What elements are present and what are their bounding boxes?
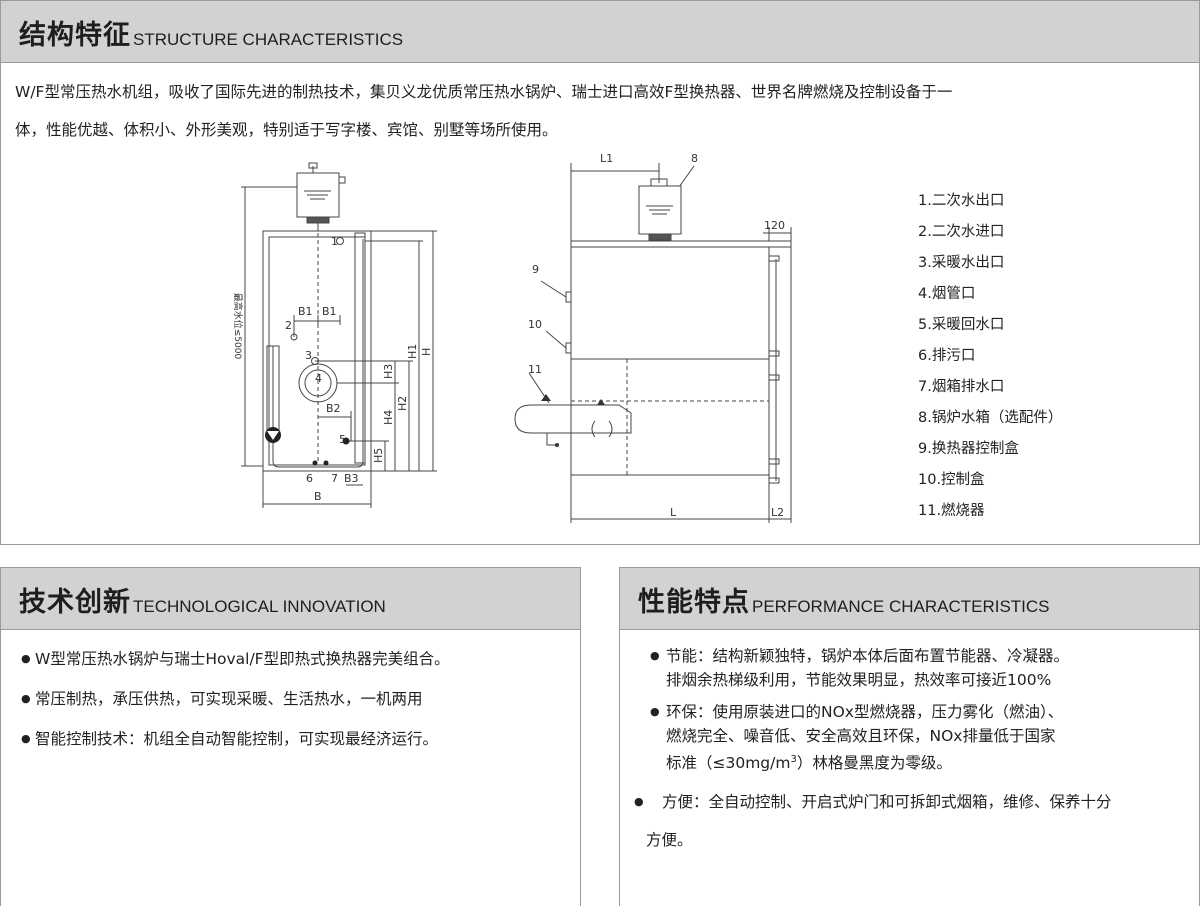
technology-list: W型常压热水锅炉与瑞士Hoval/F型即热式换热器完美组合。 常压制热，承压供热… bbox=[21, 648, 570, 768]
item-line: 方便：全自动控制、开启式炉门和可拆卸式烟箱，维修、保养十分 bbox=[662, 793, 1112, 812]
label-120: 120 bbox=[764, 219, 785, 232]
label-8: 8 bbox=[691, 152, 698, 165]
item-line: 方便。 bbox=[646, 831, 693, 850]
list-item: 方便：全自动控制、开启式炉门和可拆卸式烟箱，维修、保养十分 方便。 bbox=[634, 783, 1191, 859]
performance-list: 节能：结构新颖独特，锅炉本体后面布置节能器、冷凝器。 排烟余热梯级利用，节能效果… bbox=[634, 644, 1191, 867]
legend-item: 5.采暖回水口 bbox=[918, 317, 1005, 333]
legend-item: 10.控制盒 bbox=[918, 472, 985, 488]
label-6: 6 bbox=[306, 472, 313, 485]
item-line: 燃烧完全、噪音低、安全高效且环保，NOx排量低于国家 bbox=[666, 727, 1056, 745]
performance-title-cn: 性能特点 bbox=[638, 587, 750, 618]
list-item: 节能：结构新颖独特，锅炉本体后面布置节能器、冷凝器。 排烟余热梯级利用，节能效果… bbox=[650, 644, 1191, 692]
technology-title-cn: 技术创新 bbox=[19, 587, 131, 618]
list-item: 常压制热，承压供热，可实现采暖、生活热水，一机两用 bbox=[21, 688, 570, 710]
label-l2: L2 bbox=[771, 506, 784, 519]
legend-item: 4.烟管口 bbox=[918, 286, 976, 302]
legend-item: 9.换热器控制盒 bbox=[918, 441, 1019, 457]
label-b2: B2 bbox=[326, 402, 341, 415]
list-item: 智能控制技术：机组全自动智能控制，可实现最经济运行。 bbox=[21, 728, 570, 750]
list-item: W型常压热水锅炉与瑞士Hoval/F型即热式换热器完美组合。 bbox=[21, 648, 570, 670]
label-h3: H3 bbox=[382, 364, 395, 379]
legend-item: 2.二次水进口 bbox=[918, 224, 1005, 240]
item-line: 排烟余热梯级利用，节能效果明显，热效率可接近100% bbox=[666, 671, 1052, 689]
label-h4: H4 bbox=[382, 410, 395, 425]
label-l1: L1 bbox=[600, 152, 613, 165]
list-item: 环保：使用原装进口的NOx型燃烧器，压力雾化（燃油）、 燃烧完全、噪音低、安全高… bbox=[650, 700, 1191, 775]
performance-title-en: PERFORMANCE CHARACTERISTICS bbox=[752, 597, 1050, 616]
label-11: 11 bbox=[528, 363, 542, 376]
label-1: 1 bbox=[331, 235, 338, 248]
structure-intro: W/F型常压热水机组，吸收了国际先进的制热技术，集贝义龙优质常压热水锅炉、瑞士进… bbox=[15, 73, 1185, 149]
label-b3: B3 bbox=[344, 472, 359, 485]
legend-item: 6.排污口 bbox=[918, 348, 976, 364]
item-text: ）林格曼黑度为零级。 bbox=[796, 754, 952, 773]
item-line: 标准（≤30mg/m3）林格曼黑度为零级。 bbox=[666, 748, 1191, 775]
superscript: 3 bbox=[790, 754, 797, 765]
technology-title-en: TECHNOLOGICAL INNOVATION bbox=[133, 597, 386, 616]
label-3: 3 bbox=[305, 349, 312, 362]
structure-title-en: STRUCTURE CHARACTERISTICS bbox=[133, 30, 404, 49]
intro-line-1: W/F型常压热水机组，吸收了国际先进的制热技术，集贝义龙优质常压热水锅炉、瑞士进… bbox=[15, 83, 953, 101]
label-h1: H1 bbox=[406, 344, 419, 359]
label-b1-left: B1 bbox=[298, 305, 313, 318]
label-l: L bbox=[670, 506, 677, 519]
label-4: 4 bbox=[315, 372, 322, 385]
label-h5: H5 bbox=[372, 448, 385, 463]
max-water-level-label: 最高水位≤5000 bbox=[232, 293, 244, 360]
item-line: 环保：使用原装进口的NOx型燃烧器，压力雾化（燃油）、 bbox=[666, 703, 1064, 721]
legend-item: 11.燃烧器 bbox=[918, 503, 985, 519]
label-h2: H2 bbox=[396, 396, 409, 411]
label-9: 9 bbox=[532, 263, 539, 276]
label-2: 2 bbox=[285, 319, 292, 332]
label-7: 7 bbox=[331, 472, 338, 485]
label-5: 5 bbox=[339, 433, 346, 446]
legend-item: 3.采暖水出口 bbox=[918, 255, 1005, 271]
legend-item: 1.二次水出口 bbox=[918, 193, 1005, 209]
front-view-diagram: 最高水位≤5000 1 2 3 4 5 6 7 B1 B1 B2 B3 B H … bbox=[232, 162, 437, 508]
item-text: 标准（≤30mg/m bbox=[666, 754, 791, 773]
label-b1-right: B1 bbox=[322, 305, 337, 318]
label-h: H bbox=[420, 348, 433, 356]
intro-line-2: 体，性能优越、体积小、外形美观，特别适于写字楼、宾馆、别墅等场所使用。 bbox=[15, 121, 558, 139]
side-view-diagram: L1 8 120 9 10 11 L L2 bbox=[514, 152, 792, 523]
structure-title-cn: 结构特征 bbox=[19, 20, 131, 51]
label-b: B bbox=[314, 490, 322, 503]
label-10: 10 bbox=[528, 318, 542, 331]
legend-item: 7.烟箱排水口 bbox=[918, 379, 1005, 395]
item-line: 节能：结构新颖独特，锅炉本体后面布置节能器、冷凝器。 bbox=[666, 647, 1070, 665]
legend-item: 8.锅炉水箱（选配件） bbox=[918, 410, 1063, 426]
component-legend: 1.二次水出口 2.二次水进口 3.采暖水出口 4.烟管口 5.采暖回水口 6.… bbox=[918, 187, 1062, 528]
